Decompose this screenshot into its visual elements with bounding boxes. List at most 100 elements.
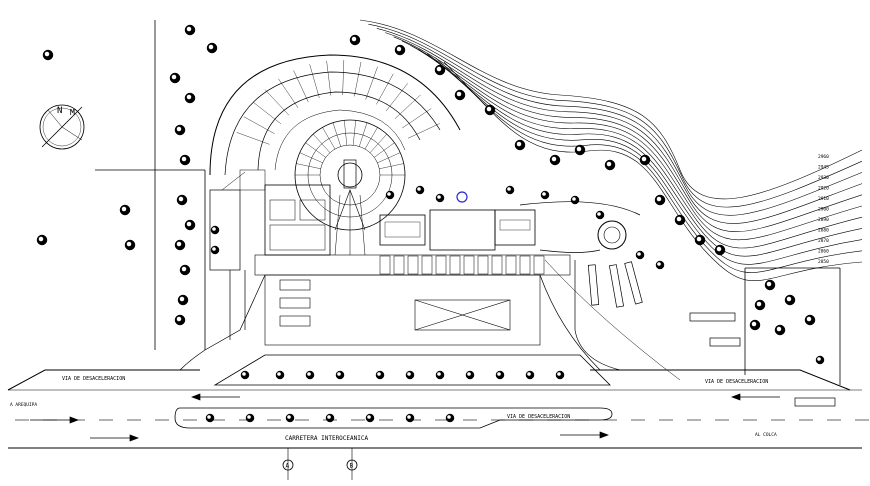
tree-highlight [181,266,187,272]
tree-highlight [44,51,50,57]
tree-highlight [176,126,182,132]
label-via-desaceleracion-right: VIA DE DESACELERACION [705,379,768,385]
tree-highlight [242,372,246,376]
label-to-right: AL COLCA [755,432,777,438]
contour-label: 2860 [818,249,829,255]
contour-line [385,32,863,224]
tree-highlight [437,372,441,376]
contour-line [393,36,863,232]
property-boundary [95,20,841,385]
parking-lot [204,259,681,381]
parking-stall [449,255,461,275]
tree-highlight [696,236,702,242]
tree-highlight [208,44,214,50]
tree-highlight [557,372,561,376]
contour-label: 2880 [818,228,829,234]
terrain-contours [359,19,863,282]
parking-stall [393,255,405,275]
tree-highlight [307,372,311,376]
parking-stall [421,255,433,275]
contour-label: 2945 [818,165,829,171]
tree-highlight [176,241,182,247]
label-carretera: CARRETERA INTEROCEANICA [285,435,368,442]
tree-highlight [751,321,757,327]
tree-highlight [516,141,522,147]
contour-label: 2850 [818,259,829,265]
contour-label: 2920 [818,186,829,192]
contour-line [427,53,863,265]
contour-label: 2910 [818,196,829,202]
tree-highlight [657,262,661,266]
trees [36,24,825,423]
tree-highlight [486,106,492,112]
tree-highlight [247,415,251,419]
tree-highlight [806,316,812,322]
contour-label: 2930 [818,175,829,181]
section-marker-a: A [282,448,294,480]
tree-highlight [337,372,341,376]
main-building-complex [209,54,571,276]
tree-highlight [447,415,451,419]
tree-highlight [817,357,821,361]
tree-highlight [377,372,381,376]
tree-highlight [467,372,471,376]
tree-highlight [641,156,647,162]
contour-line [443,61,863,282]
tree-highlight [456,91,462,97]
parking-stall [519,255,531,275]
tree-highlight [407,372,411,376]
tree-highlight [716,246,722,252]
roundabout [519,201,641,253]
parking-stall [379,255,391,275]
contour-label: 2900 [818,207,829,213]
parking-stalls [379,255,545,275]
tree-highlight [186,221,192,227]
tree-highlight [212,247,216,251]
label-via-desaceleracion-left: VIA DE DESACELERACION [62,376,125,382]
contour-label: 2890 [818,217,829,223]
label-via-desaceleracion-center: VIA DE DESACELERACION [507,414,570,420]
tree-highlight [507,187,511,191]
tree-highlight [597,212,601,216]
parking-stall [407,255,419,275]
tree-highlight [436,66,442,72]
tree-highlight [367,415,371,419]
tree-highlight [417,187,421,191]
tree-highlight [207,415,211,419]
parking-stall [463,255,475,275]
contour-line [359,19,863,200]
svg-text:A: A [286,463,290,470]
tree-highlight [38,236,44,242]
contour-label: 2960 [818,154,829,160]
tree-highlight [407,415,411,419]
tree-highlight [551,156,557,162]
parked-trucks [587,261,836,407]
magnetic-label: M [70,108,75,117]
tree-highlight [527,372,531,376]
tree-highlight [176,316,182,322]
contour-line [376,28,863,216]
tree-highlight [327,415,331,419]
fountain-icon [456,191,468,203]
tree-highlight [287,415,291,419]
tree-highlight [776,326,782,332]
tree-highlight [186,94,192,100]
tree-highlight [606,161,612,167]
contour-line [410,44,863,249]
traffic-arrows [30,393,780,442]
section-marker-b: B [346,448,358,480]
tree-highlight [181,156,187,162]
tree-highlight [766,281,772,287]
svg-text:B: B [350,463,354,470]
tree-highlight [437,195,441,199]
access-road [179,270,246,371]
tree-highlight [676,216,682,222]
tree-highlight [656,196,662,202]
tree-highlight [277,372,281,376]
north-label: N [57,106,62,116]
tree-highlight [387,192,391,196]
contour-label: 2870 [818,238,829,244]
tree-highlight [542,192,546,196]
tree-highlight [572,197,576,201]
